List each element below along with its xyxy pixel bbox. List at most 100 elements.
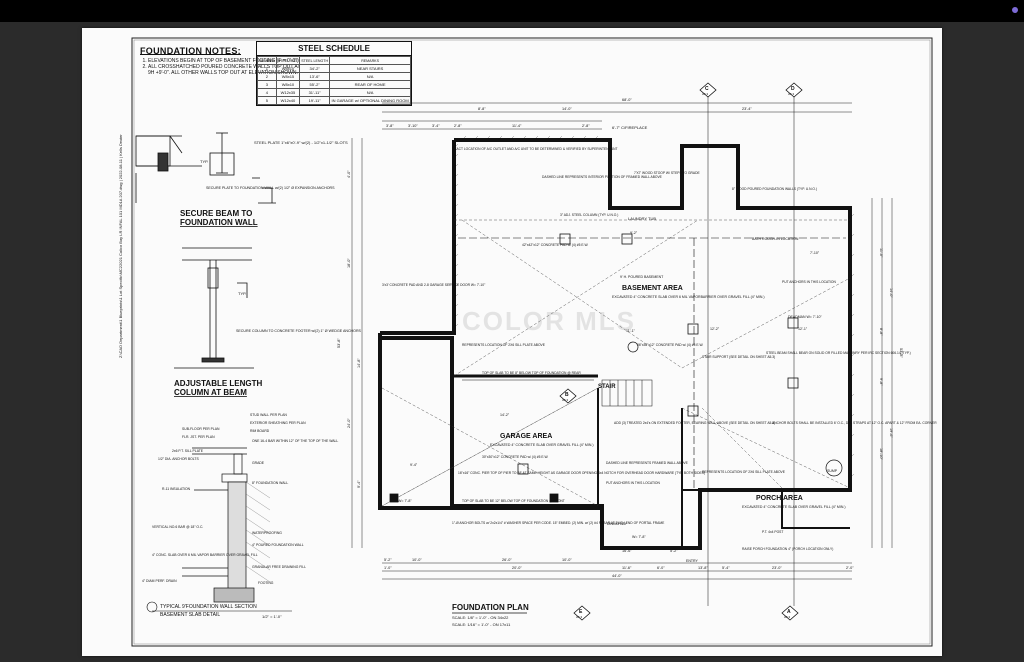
- plan-note: 36"x36"x12" CONCRETE PAD w/ (4) #5 E.W.: [637, 343, 703, 347]
- dim-label: 2'-8": [454, 124, 462, 128]
- dim-label: 26'-0": [502, 558, 512, 562]
- dim-label: 12'-2": [710, 327, 720, 331]
- section-note: STUD WALL PER PLAN: [250, 413, 287, 417]
- wall-section-notes: STUD WALL PER PLAN EXTERIOR SHEATHING PE…: [142, 413, 338, 585]
- dim-label: 53'-8": [337, 338, 341, 348]
- adjustable-title-2: COLUMN AT BEAM: [174, 388, 247, 397]
- steel-cell: 34'-2": [299, 64, 331, 73]
- marker-c: C: [705, 86, 709, 92]
- dim-label: 14'-2": [500, 413, 510, 417]
- secure-plate-note: SECURE PLATE TO FOUNDATION WALL w/(2) 1/…: [206, 186, 335, 190]
- steel-header: STEEL SIZE: [275, 56, 301, 65]
- dims-left: 4'-0" 18'-0" 53'-8" 24'-0" 14'-8" 9'-4": [337, 170, 361, 488]
- bath-label: BATH ROUGH-IN LOCATION: [752, 237, 799, 241]
- dim-label: 23'-0": [772, 566, 782, 570]
- steel-schedule: STEEL SCHEDULE NUMBER STEEL SIZE STEEL L…: [256, 41, 412, 106]
- dim-label: 12'-1": [798, 327, 808, 331]
- secure-column-note: SECURE COLUMN TO CONCRETE FOOTER w/(2) 1…: [236, 329, 362, 333]
- beam-lines: [458, 237, 846, 488]
- dim-label: 18'-10": [879, 448, 883, 460]
- plan-note: 8" WOOD POURED FOUNDATION WALLS (TYP. U.…: [732, 187, 817, 191]
- section-note: 4" DIAM PERF. DRAIN: [142, 579, 177, 583]
- dim-label: W= 7'-8": [632, 535, 646, 539]
- dining-label: DINING BAY: [607, 522, 628, 526]
- steel-cell: W8x10: [275, 80, 301, 89]
- section-note: ONE 16-4 BAR WITHIN 12" OF THE TOP OF TH…: [252, 439, 338, 443]
- dims-misc: 9'-2" 7'-10" 11'-1" 12'-2" 12'-1" 14'-2"…: [398, 231, 820, 539]
- plan-note: DASHED LINE REPRESENTS FRAMED WALL ABOVE: [606, 461, 689, 465]
- secure-beam-detail: [135, 132, 276, 204]
- marker-c-sheet: A5.3: [702, 92, 709, 96]
- column-pads: [389, 233, 799, 503]
- table-row: 4 W12x35 31'-11" N/A: [257, 88, 411, 97]
- marker-d-sheet: A5.3: [788, 92, 795, 96]
- steel-cell: N/A: [329, 72, 411, 81]
- steel-header: STEEL LENGTH: [299, 56, 331, 65]
- marker-e: E: [579, 609, 583, 615]
- steel-cell: W8x10: [275, 64, 301, 73]
- dim-label: 6'-0": [657, 566, 665, 570]
- steel-cell: 31'-11": [299, 88, 331, 97]
- interior-dashed-lines: [381, 219, 851, 507]
- dim-label: 11'-1": [626, 329, 636, 333]
- dim-label: 10'-0": [562, 558, 572, 562]
- section-marker-icon: [146, 601, 158, 613]
- dim-label: 20'-0": [512, 566, 522, 570]
- sump-label: SUMP: [827, 469, 838, 473]
- dim-label: 11'-4": [512, 124, 522, 128]
- table-row: 2 W8x15 13'-6" N/A: [257, 72, 411, 81]
- section-note: SUB-FLOOR PER PLAN: [182, 427, 220, 431]
- room-stair: STAIR: [598, 384, 616, 390]
- basement-slab-title: BASEMENT SLAB DETAIL: [160, 612, 220, 618]
- dims-right: 11'-0" 53'-8" 14'-0" 19'-6" 8'-8" 9'-8" …: [879, 248, 903, 460]
- watermark-text: COLOR MLS: [462, 306, 636, 336]
- section-note: FOOTING: [258, 581, 274, 585]
- dim-label: 18'-0": [347, 258, 351, 268]
- section-note: WATERPROOFING: [252, 531, 282, 535]
- plan-title: FOUNDATION PLAN: [452, 603, 529, 612]
- dim-label: 14'-8": [357, 358, 361, 368]
- dim-label: 9'-4": [410, 463, 418, 467]
- wall-section-title: TYPICAL 9'FOUNDATION WALL SECTION: [160, 604, 257, 610]
- foundation-notes-title: FOUNDATION NOTES:: [140, 46, 241, 56]
- dim-label: 11'-6": [622, 566, 632, 570]
- table-row: 5 W12x40 19'-11" IN GARAGE w/ OPTIONAL D…: [257, 96, 411, 105]
- plan-note: RAISE PORCH FOUNDATION 4" (PORCH LOCATIO…: [742, 547, 833, 551]
- plan-note: EXACT LOCATION OF A/C OUTLET AND A/C UNI…: [452, 147, 618, 151]
- section-note: GRADE: [252, 461, 265, 465]
- dims-top: 68'-0" 8'-8" 14'-0" 23'-4" 3'-8" 3'-10" …: [386, 98, 752, 128]
- adjustable-title-1: ADJUSTABLE LENGTH: [174, 379, 263, 388]
- section-note: R-11 INSULATION: [162, 487, 191, 491]
- marker-b-sheet: A5.3: [562, 398, 569, 402]
- section-note: EXTERIOR SHEATHING PER PLAN: [250, 421, 306, 425]
- steel-schedule-table: NUMBER STEEL SIZE STEEL LENGTH REMARKS 1…: [257, 56, 411, 105]
- file-path-text: Z:\CAD Department\1 Blueprints\1 Lot Spe…: [118, 134, 123, 358]
- secure-beam-title-2: FOUNDATION WALL: [180, 218, 258, 227]
- dim-label: 3'-4": [432, 124, 440, 128]
- steel-cell: W12x40: [275, 96, 301, 105]
- table-row: 3 W8x10 55'-2" REAR OF HOME: [257, 80, 411, 89]
- secure-beam-title-1: SECURE BEAM TO: [180, 209, 252, 218]
- fireplace-label: 6'-7" C/FIREPLACE: [612, 125, 648, 130]
- marker-d: D: [791, 86, 795, 92]
- table-row: 1 W8x10 34'-2" NEAR STAIRS: [257, 64, 411, 73]
- wall-hatch: [245, 481, 271, 583]
- dim-label: 23'-4": [742, 107, 752, 111]
- dim-label: 9'-4": [357, 480, 361, 488]
- wall-section-scale: 1/2" = 1'-0": [262, 614, 282, 619]
- section-note: VERTICAL NO.6 BAR @ 18" O.C.: [152, 525, 203, 529]
- adjustable-column-detail: [174, 247, 254, 369]
- plan-note: STAIR SUPPORT (SEE DETAIL ON SHEET A5.3): [702, 355, 775, 359]
- plan-note: 16"x16" CONC. PIER TOP OF PIER TO BE AT …: [458, 471, 705, 475]
- viewer-top-bar: [0, 0, 1024, 22]
- blueprint-sheet: Z:\CAD Department\1 Blueprints\1 Lot Spe…: [82, 28, 942, 656]
- steel-header: REMARKS: [329, 56, 411, 65]
- room-garage: GARAGE AREA: [500, 433, 552, 440]
- section-note: RIM BOARD: [250, 429, 270, 433]
- dimension-lines: [351, 102, 893, 580]
- plan-note: STEEL BEAM SHALL BEAR ON SOLID OR FILLED…: [766, 351, 911, 355]
- foundation-note-item: ALL CROSSHATCHED POURED CONCRETE WALLS T…: [148, 64, 305, 76]
- plan-note: PUT ANCHORS IN THIS LOCATION: [606, 481, 660, 485]
- dim-label: 8'-8": [478, 107, 486, 111]
- plan-note: 30"x30"x12" CONCRETE PAD w/ (4) #5 E.W.: [482, 455, 548, 459]
